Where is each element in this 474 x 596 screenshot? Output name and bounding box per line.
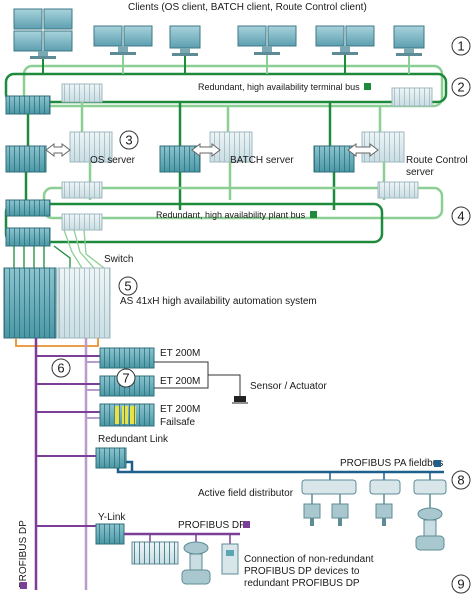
server-bus-connections: [26, 102, 382, 146]
et200m-label-1: ET 200M: [160, 348, 200, 359]
svg-text:1: 1: [457, 39, 464, 54]
client-workstation-1: [13, 8, 73, 59]
svg-text:2: 2: [457, 80, 464, 95]
et200m-label-3: ET 200M: [160, 404, 200, 415]
plant-switch-right-light: [377, 181, 419, 199]
os-server: [5, 131, 113, 173]
client-workstation-2: [93, 25, 153, 55]
terminal-bus: [4, 55, 448, 108]
callout-9: 9: [451, 574, 471, 594]
clients-group: [13, 8, 425, 59]
y-link-device: [95, 523, 125, 545]
nonredundant-drive: [221, 534, 239, 575]
callout-8: 8: [451, 470, 471, 490]
callout-1: 1: [451, 36, 471, 56]
sensor-actuator-label: Sensor / Actuator: [250, 381, 327, 392]
svg-text:6: 6: [57, 361, 64, 376]
sensor-connection: [208, 374, 241, 398]
batch-server-label: BATCH server: [230, 155, 294, 166]
redundant-link-label: Redundant Link: [98, 434, 169, 445]
active-field-distributor-label: Active field distributor: [198, 488, 294, 499]
svg-text:5: 5: [124, 279, 131, 294]
nonredundant-valve: [181, 534, 211, 585]
sync-cable: [15, 338, 99, 347]
terminal-switch-left-dark: [5, 95, 51, 115]
client-workstation-6: [393, 25, 425, 56]
route-control-server: [313, 131, 405, 173]
nonredundant-label-1: Connection of non-redundant: [244, 554, 374, 565]
nonredundant-io-unit: [131, 534, 179, 565]
profibus-dp-vertical-label: PROFIBUS DP: [18, 520, 29, 588]
client-workstation-5: [315, 25, 375, 55]
client-workstation-4: [237, 25, 297, 55]
plant-switch-mid-light: [61, 213, 103, 231]
profibus-pa-label: PROFIBUS PA fieldbus: [340, 458, 443, 469]
svg-text:7: 7: [122, 371, 129, 386]
clients-label: Clients (OS client, BATCH client, Route …: [128, 2, 367, 13]
callout-6: 6: [51, 358, 71, 378]
plant-switch-bottom-dark: [5, 227, 51, 247]
route-control-label-1: Route Control: [406, 155, 468, 166]
as-system-label: AS 41xH high availability automation sys…: [120, 296, 317, 307]
profibus-dp-vertical-swatch: [20, 582, 27, 589]
switch-label: Switch: [104, 254, 133, 265]
callout-2: 2: [451, 77, 471, 97]
batch-server: [159, 131, 253, 173]
et200m-label-2: ET 200M: [160, 376, 200, 387]
active-field-distributor-1: [301, 472, 357, 526]
plant-bus-label: Redundant, high availability plant bus: [156, 210, 306, 220]
terminal-switch-left-light: [61, 83, 103, 103]
terminal-switch-right-light: [391, 87, 433, 107]
client-workstation-3: [169, 25, 201, 56]
callout-3: 3: [119, 130, 139, 150]
redundant-link-device: [95, 447, 127, 469]
profibus-pa-bus: [116, 460, 444, 474]
active-field-distributor-2: [369, 472, 401, 526]
svg-text:8: 8: [457, 473, 464, 488]
failsafe-label: Failsafe: [160, 417, 195, 428]
et200m-unit-1: [99, 347, 155, 369]
callout-4: 4: [451, 206, 471, 226]
svg-text:4: 4: [457, 209, 464, 224]
profibus-pa-swatch: [434, 460, 441, 467]
callout-7: 7: [116, 368, 136, 388]
profibus-dp-label: PROFIBUS DP: [178, 520, 246, 531]
terminal-bus-legend-swatch: [364, 83, 371, 90]
et200m-unit-failsafe: [99, 403, 155, 427]
svg-text:3: 3: [125, 133, 132, 148]
plant-switch-top-dark: [5, 199, 51, 217]
active-field-distributor-3: [413, 472, 447, 551]
plant-switch-top-light: [61, 181, 103, 199]
as-system-dark: [3, 267, 57, 339]
et200m-branches: [36, 355, 100, 527]
terminal-bus-label: Redundant, high availability terminal bu…: [198, 82, 360, 92]
route-control-label-2: server: [406, 167, 434, 178]
os-server-label: OS server: [90, 155, 136, 166]
as-system-light: [57, 267, 111, 339]
plant-bus-legend-swatch: [310, 211, 317, 218]
callout-5: 5: [118, 276, 138, 296]
nonredundant-label-2: PROFIBUS DP devices to: [244, 566, 360, 577]
sensor-actuator-icon: [232, 396, 248, 404]
nonredundant-label-3: redundant PROFIBUS DP: [244, 578, 360, 589]
switch-fanout: [13, 229, 105, 269]
svg-text:9: 9: [457, 577, 464, 592]
y-link-label: Y-Link: [98, 512, 126, 523]
profibus-dp-swatch: [243, 521, 250, 528]
